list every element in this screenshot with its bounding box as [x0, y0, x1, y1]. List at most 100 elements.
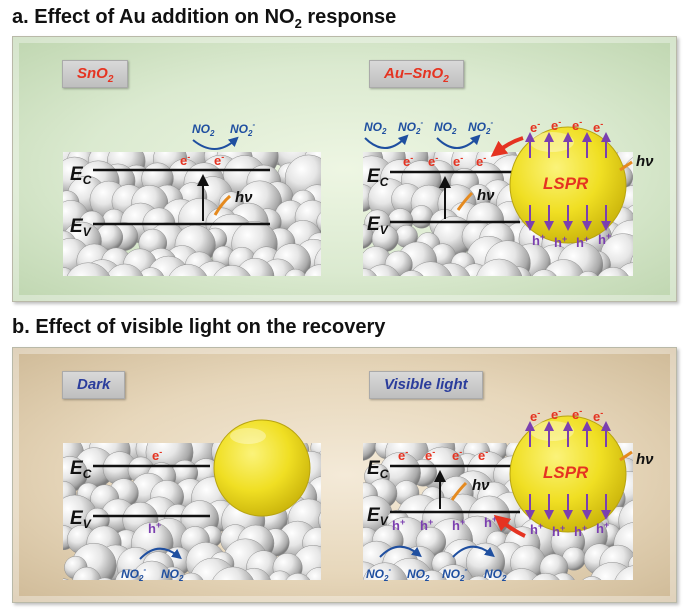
no2-label: NO2	[434, 120, 457, 136]
au-nanoparticle	[509, 126, 627, 244]
sno2-particles-b-left	[63, 443, 357, 608]
hv-label: hν	[235, 189, 253, 206]
sno2-grain	[542, 259, 585, 276]
sno2-grain	[284, 268, 307, 276]
sno2-grain	[320, 562, 321, 569]
electron-label: e-	[453, 153, 463, 169]
no2-minus-label: NO2-	[442, 565, 467, 583]
sno2-grain	[138, 267, 164, 276]
sno2-grain	[285, 573, 311, 580]
ec-label: EC	[367, 166, 389, 189]
tag-dark: Dark	[62, 371, 126, 399]
sno2-grain	[531, 572, 560, 580]
sno2-grain	[72, 566, 102, 580]
band-diagram-a-left: EC EV e- e- NO2 NO2- hν	[70, 120, 270, 239]
sno2-grain	[321, 572, 357, 608]
electron-label: e-	[180, 152, 190, 168]
adsorption-arrow	[192, 136, 239, 150]
sno2-grain	[320, 155, 321, 167]
lspr-label: LSPR	[543, 174, 589, 193]
sno2-particles-a-right	[363, 152, 673, 305]
sno2-grain	[147, 255, 190, 276]
sno2-grain	[468, 575, 490, 580]
hv-label: hν	[636, 451, 654, 468]
sno2-grain	[325, 221, 355, 251]
sno2-grain	[637, 518, 675, 556]
no2-label: NO2	[364, 120, 387, 136]
ev-label: EV	[367, 214, 389, 237]
sno2-grain	[115, 569, 142, 580]
desorption-arrow	[379, 545, 422, 558]
desorption-arrow	[452, 545, 495, 558]
hole-label: h+	[420, 517, 433, 533]
sno2-grain	[235, 257, 275, 276]
sno2-grain	[179, 572, 204, 580]
sno2-grain	[399, 270, 424, 276]
no2-minus-label: NO2-	[398, 118, 423, 136]
band-diagram-a-right: EC EV e- e- e- e- NO2 NO2- NO2 NO2- hν	[364, 117, 654, 250]
electron-label: e-	[593, 119, 603, 135]
electron-label: e-	[593, 408, 603, 424]
sno2-grain	[319, 536, 321, 550]
hole-label: h+	[574, 523, 587, 539]
lspr-field-arrows-down	[525, 205, 611, 231]
ec-label: EC	[367, 458, 389, 481]
sno2-grain	[332, 270, 359, 297]
hole-label: h+	[532, 232, 545, 248]
electron-label: e-	[428, 153, 438, 169]
au-nanoparticle	[213, 419, 311, 517]
ec-label: EC	[70, 458, 92, 481]
sno2-grain	[66, 262, 111, 276]
photon-squiggle	[619, 450, 633, 462]
electron-transfer-arrow	[490, 136, 524, 157]
sno2-grain	[363, 443, 377, 461]
sno2-grain	[303, 264, 321, 276]
hole-label: h+	[552, 523, 565, 539]
sno2-grain	[168, 264, 208, 276]
sno2-grain	[656, 458, 683, 485]
electron-label: e-	[398, 447, 408, 463]
sno2-grain	[634, 266, 673, 305]
sno2-grain	[318, 511, 321, 529]
adsorption-arrow	[436, 134, 481, 149]
hole-label: h+	[148, 520, 161, 536]
hole-label: h+	[598, 231, 611, 247]
no2-minus-label: NO2-	[230, 120, 255, 138]
no2-minus-label: NO2-	[468, 118, 493, 136]
sno2-grain	[531, 269, 557, 276]
hole-label: h+	[596, 520, 609, 536]
sno2-grain	[363, 268, 377, 276]
sno2-grain	[326, 177, 367, 218]
sno2-grain	[213, 265, 251, 276]
photon-squiggle	[213, 194, 232, 216]
sno2-grain	[97, 577, 113, 580]
no2-minus-label: NO2-	[366, 565, 391, 583]
sno2-particles-b-right	[363, 443, 684, 580]
sno2-grain	[639, 476, 670, 507]
sno2-grain	[363, 562, 408, 580]
sno2-grain	[597, 267, 629, 276]
tag-au-sno2: Au–SnO2	[369, 60, 464, 88]
ev-label: EV	[70, 508, 92, 531]
ev-label: EV	[367, 505, 389, 528]
no2-label: NO2	[161, 567, 184, 583]
electron-label: e-	[214, 152, 224, 168]
no2-minus-label: NO2-	[121, 565, 146, 583]
sno2-grain	[615, 262, 633, 276]
sno2-grain	[647, 544, 680, 577]
au-nanoparticle	[509, 415, 627, 533]
lspr-field-arrows-up	[525, 132, 611, 158]
no2-label: NO2	[484, 567, 507, 583]
band-diagram-b-left: EC EV e- h+ NO2- NO2	[70, 419, 311, 583]
sno2-grain	[614, 565, 633, 580]
lspr-field-arrows-down	[525, 494, 611, 520]
electron-label: e-	[152, 447, 162, 463]
sno2-grain	[644, 499, 684, 539]
electron-label: e-	[403, 153, 413, 169]
adsorption-arrow	[364, 134, 409, 149]
sno2-grain	[106, 263, 144, 276]
sno2-grain	[131, 560, 173, 580]
au-highlight	[230, 428, 266, 444]
hv-label: hν	[636, 153, 654, 170]
